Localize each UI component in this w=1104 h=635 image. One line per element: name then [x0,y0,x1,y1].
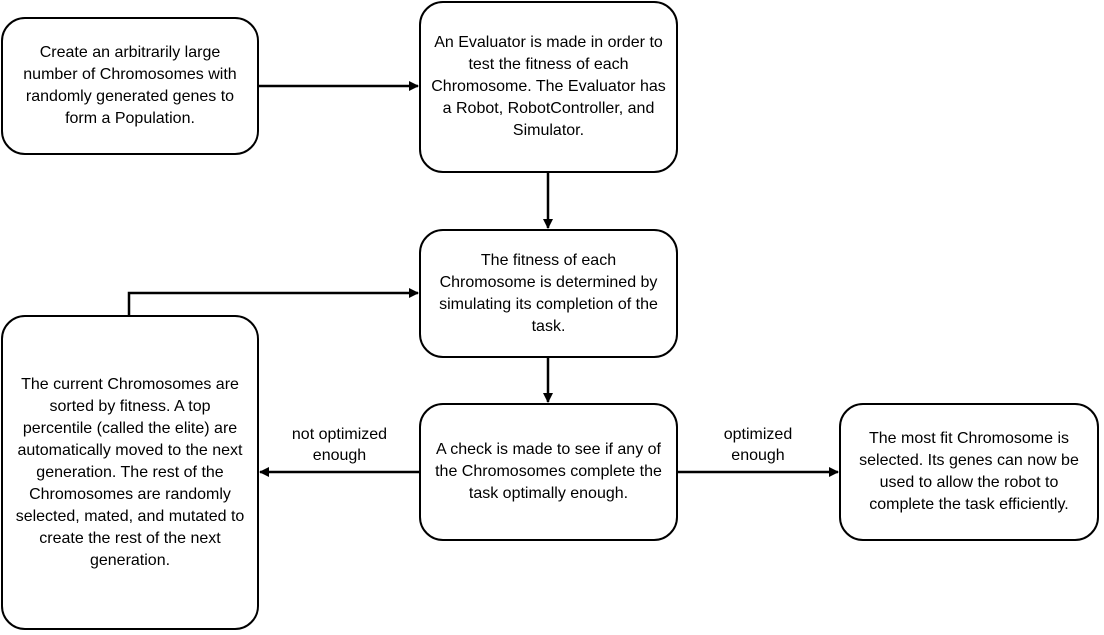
evaluator-text: An Evaluator is made in order to test th… [431,34,666,139]
most-fit-text: The most fit Chromosome is selected. Its… [859,430,1079,513]
create-population-node: Create an arbitrarily large number of Ch… [1,17,259,155]
evaluator-node: An Evaluator is made in order to test th… [419,1,678,173]
optimality-check-text: A check is made to see if any of the Chr… [435,441,662,502]
most-fit-node: The most fit Chromosome is selected. Its… [839,403,1099,541]
optimized-label-line2: enough [731,447,785,464]
not-optimized-label: not optimized enough [272,424,407,466]
optimized-label-line1: optimized [723,426,793,443]
arrow-sort-to-fitness [127,288,419,315]
fitness-node: The fitness of each Chromosome is determ… [419,229,678,358]
create-population-text: Create an arbitrarily large number of Ch… [23,44,237,127]
optimality-check-node: A check is made to see if any of the Chr… [419,403,678,541]
sort-and-mate-text: The current Chromosomes are sorted by fi… [15,375,245,569]
sort-and-mate-node: The current Chromosomes are sorted by fi… [1,315,259,630]
not-optimized-label-line2: enough [312,447,367,464]
not-optimized-label-line1: not optimized [291,426,388,443]
fitness-text: The fitness of each Chromosome is determ… [439,251,658,335]
optimized-label: optimized enough [693,424,823,466]
